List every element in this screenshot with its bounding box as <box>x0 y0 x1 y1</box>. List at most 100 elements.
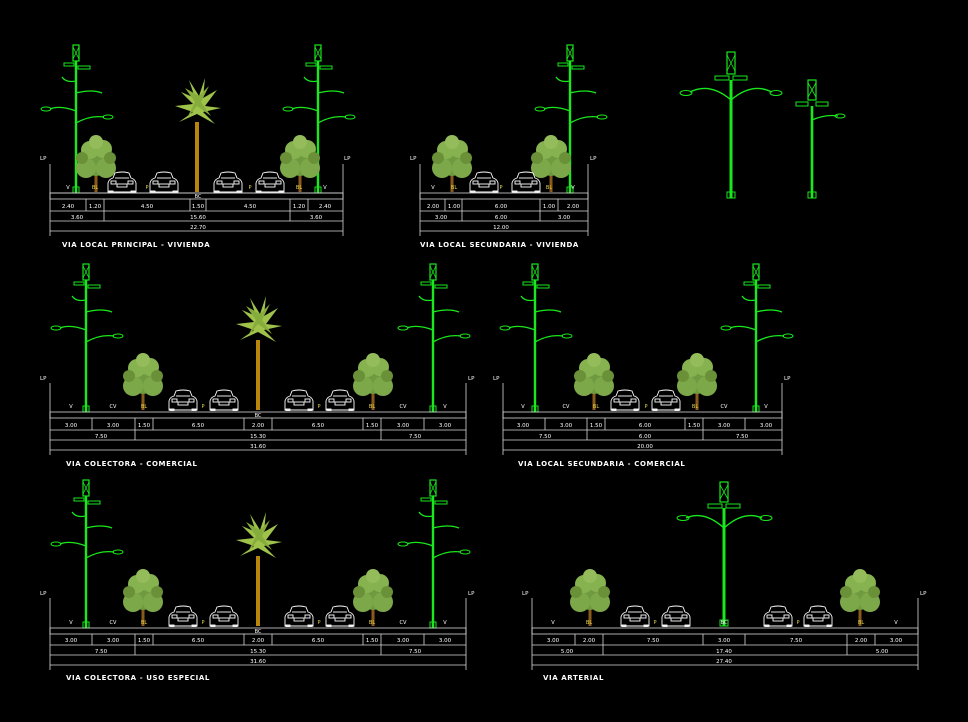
zone-label: V <box>69 620 73 626</box>
zone-label: V <box>323 185 327 191</box>
dimension-value: 7.50 <box>539 434 552 440</box>
section-via-local-secundaria-comercial: LP LP V CV BL P BL CV V 3.00 3.00 1.50 6… <box>493 262 795 468</box>
zone-label: P <box>653 620 656 626</box>
dimension-row-2: 3.00 6.00 3.00 <box>435 215 571 221</box>
dimension-value: 3.00 <box>107 423 120 429</box>
zone-label: V <box>443 620 447 626</box>
total-width: 31.60 <box>250 659 266 665</box>
car-icon <box>325 605 355 627</box>
car-icon <box>255 171 285 193</box>
zone-labels: V CV BL P BC P BL CV V <box>69 620 447 635</box>
limit-label-right: LP <box>468 591 475 597</box>
tree-icon <box>353 569 393 626</box>
dimension-value: 2.40 <box>319 204 332 210</box>
dimension-row-1: 3.00 3.00 1.50 6.00 1.50 3.00 3.00 <box>517 423 773 429</box>
total-width: 22.70 <box>190 225 206 231</box>
zone-label: CV <box>563 404 570 410</box>
dimension-value: 6.00 <box>495 204 508 210</box>
dimension-value: 3.60 <box>71 215 84 221</box>
zone-label: V <box>764 404 768 410</box>
street-lamp-icon <box>49 262 125 414</box>
zone-label: V <box>443 404 447 410</box>
dimension-value: 3.00 <box>435 215 448 221</box>
dimension-value: 1.00 <box>543 204 556 210</box>
road-profile <box>49 598 467 670</box>
limit-label-left: LP <box>40 376 47 382</box>
zone-labels: V BL P BC P BL V <box>551 620 898 626</box>
dimension-value: 1.50 <box>138 638 151 644</box>
car-icon <box>803 605 833 627</box>
dimension-value: 1.00 <box>448 204 461 210</box>
car-icon <box>325 389 355 411</box>
tree-icon <box>432 135 472 192</box>
dimension-value: 6.50 <box>312 423 325 429</box>
tree-icon <box>123 569 163 626</box>
dimension-row-1: 2.00 1.00 6.00 1.00 2.00 <box>427 204 580 210</box>
dimension-value: 1.20 <box>89 204 102 210</box>
limit-label-right: LP <box>344 156 351 162</box>
palm-tree-icon <box>236 512 282 626</box>
dimension-value: 3.00 <box>760 423 773 429</box>
dimension-value: 2.40 <box>62 204 75 210</box>
limit-label-left: LP <box>493 376 500 382</box>
zone-label: P <box>201 620 204 626</box>
dimension-row-2: 7.50 6.00 7.50 <box>539 434 749 440</box>
total-width: 20.00 <box>637 444 653 450</box>
dimension-row-2: 7.50 15.30 7.50 <box>95 434 422 440</box>
dimension-value: 3.00 <box>560 423 573 429</box>
section-via-colectora-uso-especial: LP LP V CV BL P BC P BL CV V 3.00 3.00 1… <box>40 478 475 682</box>
zone-label: P <box>644 404 647 410</box>
dimension-value: 2.00 <box>252 638 265 644</box>
zone-label: V <box>571 185 575 191</box>
car-icon <box>610 389 640 411</box>
limit-label-left: LP <box>410 156 417 162</box>
car-icon <box>620 605 650 627</box>
zone-label: BL <box>586 620 592 626</box>
dimension-value: 4.50 <box>244 204 257 210</box>
dimension-value: 2.00 <box>855 638 868 644</box>
dimension-value: 2.00 <box>567 204 580 210</box>
section-via-colectora-comercial: LP LP V CV BL P BC P BL CV V 3.00 3.00 1… <box>40 262 475 468</box>
dimension-value: 3.00 <box>718 638 731 644</box>
limit-label-left: LP <box>522 591 529 597</box>
dimension-row-1: 3.00 3.00 1.50 6.50 2.00 6.50 1.50 3.00 … <box>65 638 452 644</box>
dimension-value: 3.00 <box>558 215 571 221</box>
dimension-value: 7.50 <box>409 649 422 655</box>
dimension-row-1: 3.00 3.00 1.50 6.50 2.00 6.50 1.50 3.00 … <box>65 423 452 429</box>
dimension-value: 6.00 <box>639 423 652 429</box>
zone-labels: V CV BL P BC P BL CV V <box>69 404 447 419</box>
zone-label: BC <box>255 629 262 635</box>
dimension-value: 6.00 <box>495 215 508 221</box>
dimension-value: 3.00 <box>439 638 452 644</box>
zone-label: P <box>201 404 204 410</box>
street-lamp-icon <box>396 262 472 414</box>
zone-label: P <box>499 185 502 191</box>
car-icon <box>651 389 681 411</box>
road-profile <box>49 164 344 236</box>
section-title: VIA COLECTORA - USO ESPECIAL <box>66 674 210 682</box>
lamp-details <box>679 51 846 199</box>
tree-icon <box>677 353 717 410</box>
dimension-row-2: 5.00 17.40 5.00 <box>561 649 889 655</box>
zone-label: CV <box>721 404 728 410</box>
dimension-value: 6.50 <box>192 423 205 429</box>
section-via-arterial: LP LP V BL P BC P BL V 3.00 2.00 7.50 3.… <box>522 481 927 682</box>
zone-labels: V BL P BC P BL V <box>66 185 327 200</box>
tree-icon <box>280 135 320 192</box>
dimension-value: 7.50 <box>736 434 749 440</box>
zone-label: P <box>796 620 799 626</box>
section-title: VIA COLECTORA - COMERCIAL <box>66 460 198 468</box>
zone-labels: V BL P BL V <box>431 185 575 191</box>
zone-label: BL <box>546 185 552 191</box>
car-icon <box>209 389 239 411</box>
dimension-value: 15.30 <box>250 649 266 655</box>
zone-label: V <box>894 620 898 626</box>
dimension-row-2: 3.60 15.60 3.60 <box>71 215 323 221</box>
zone-label: P <box>317 404 320 410</box>
car-icon <box>469 171 499 193</box>
dimension-value: 5.00 <box>876 649 889 655</box>
dimension-value: 1.50 <box>366 423 379 429</box>
zone-label: BL <box>692 404 698 410</box>
road-profile <box>531 598 919 670</box>
car-icon <box>168 389 198 411</box>
